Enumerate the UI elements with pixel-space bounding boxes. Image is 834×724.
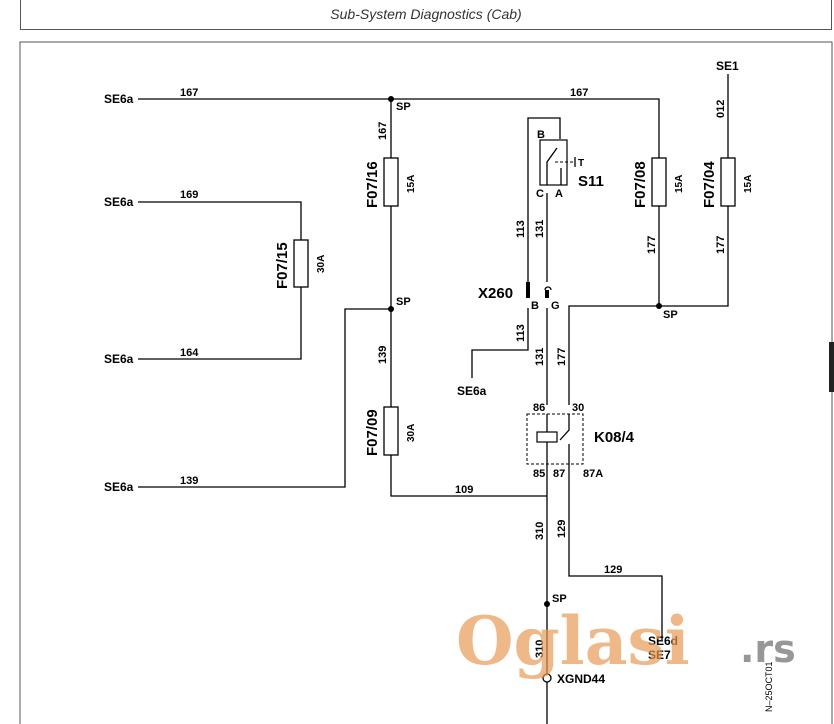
relay-pin-86: 86	[533, 402, 545, 414]
connector-se6a-5: SE6a	[457, 384, 487, 398]
wire-label-012: 012	[715, 100, 727, 118]
wire-label-167-b: 167	[377, 122, 389, 140]
wire-label-113-b: 113	[515, 324, 527, 342]
wire-label-167-c: 167	[570, 87, 588, 99]
watermark-suffix: .rs	[740, 627, 796, 671]
connector-se6a-2: SE6a	[104, 195, 134, 209]
fuse-f07-09-rating: 30A	[406, 424, 417, 442]
fuse-labels: F07/16 15A F07/15 30A F07/09 30A F07/08 …	[274, 161, 754, 456]
splice-label-1: SP	[396, 101, 411, 113]
wire-label-129-a: 129	[556, 520, 568, 538]
switch-s11-pin-b: B	[537, 129, 545, 141]
fuse-f07-08-rating: 15A	[674, 175, 685, 193]
relay-pin-85: 85	[533, 468, 545, 480]
wire-label-177-b: 177	[715, 236, 727, 254]
relay-k08-labels: K08/4 86 30 85 87 87A	[533, 402, 635, 480]
fuse-f07-15-name: F07/15	[274, 242, 291, 289]
watermark: Oglasi .rs	[456, 602, 796, 680]
x260-pin-b: B	[531, 300, 539, 312]
relay-pin-87: 87	[553, 468, 565, 480]
wire-label-310-a: 310	[534, 522, 546, 540]
wire-label-139-b: 139	[377, 346, 389, 364]
relay-k08-name: K08/4	[594, 429, 635, 446]
wire-label-131-b: 131	[534, 348, 546, 366]
connector-x260: X260	[478, 285, 513, 302]
connector-labels: SE6a SE6a SE6a SE6a SE6a SE1 SE6d SE7 XG…	[104, 59, 739, 686]
connector-se6d: SE6d	[648, 634, 678, 648]
page-edge-marker	[829, 342, 834, 392]
fuse-f07-04-rating: 15A	[743, 175, 754, 193]
fuse-f07-15-rating: 30A	[316, 255, 327, 273]
side-reference-code: N–25OCT01	[764, 661, 774, 712]
fuse-symbols	[293, 157, 736, 456]
splice-dots	[388, 96, 662, 683]
switch-s11-name: S11	[578, 173, 604, 190]
splice-label-2: SP	[396, 296, 411, 308]
wire-label-113-a: 113	[515, 220, 527, 238]
page-header: Sub-System Diagnostics (Cab)	[20, 0, 832, 30]
fuse-f07-08-name: F07/08	[632, 161, 649, 208]
relay-k08-symbol	[526, 413, 584, 465]
diagram-frame	[19, 41, 833, 724]
fuse-f07-09-name: F07/09	[364, 409, 381, 456]
wire-number-labels: 167 167 167 169 164 139 139 109 113 113 …	[180, 87, 727, 658]
connector-se7: SE7	[648, 648, 671, 662]
switch-s11-actuator: T	[578, 158, 584, 169]
wire-label-177-a: 177	[646, 236, 658, 254]
fuse-f07-04-name: F07/04	[701, 161, 718, 208]
watermark-brand: Oglasi	[456, 602, 690, 680]
wire-label-131-a: 131	[534, 220, 546, 238]
wire-label-167-a: 167	[180, 87, 198, 99]
wire-label-109: 109	[455, 484, 473, 496]
connector-se1: SE1	[716, 59, 739, 73]
wire-label-129-b: 129	[604, 564, 622, 576]
switch-s11-symbol	[539, 139, 576, 186]
wire-label-164: 164	[180, 347, 199, 359]
connector-se6a-1: SE6a	[104, 92, 134, 106]
wire-label-169: 169	[180, 189, 198, 201]
switch-s11-pin-c: C	[536, 188, 544, 200]
x260-pin-g: G	[551, 300, 560, 312]
connector-xgnd44: XGND44	[557, 672, 605, 686]
wire-label-310-b: 310	[534, 640, 546, 658]
fuse-f07-16-rating: 15A	[406, 175, 417, 193]
x260-connector-symbol	[526, 282, 552, 298]
connector-se6a-4: SE6a	[104, 480, 134, 494]
switch-s11-pin-a: A	[555, 188, 563, 200]
splice-labels: SP SP SP SP	[396, 101, 678, 605]
relay-pin-87a: 87A	[583, 468, 603, 480]
fuse-f07-16-name: F07/16	[364, 161, 381, 208]
splice-label-4: SP	[552, 593, 567, 605]
wire-label-139-a: 139	[180, 475, 198, 487]
connector-se6a-3: SE6a	[104, 352, 134, 366]
switch-s11-labels: S11 B C A T	[536, 129, 604, 200]
relay-pin-30: 30	[572, 402, 584, 414]
page-title: Sub-System Diagnostics (Cab)	[330, 6, 522, 22]
wire-label-177-c: 177	[556, 348, 568, 366]
splice-label-3: SP	[663, 309, 678, 321]
